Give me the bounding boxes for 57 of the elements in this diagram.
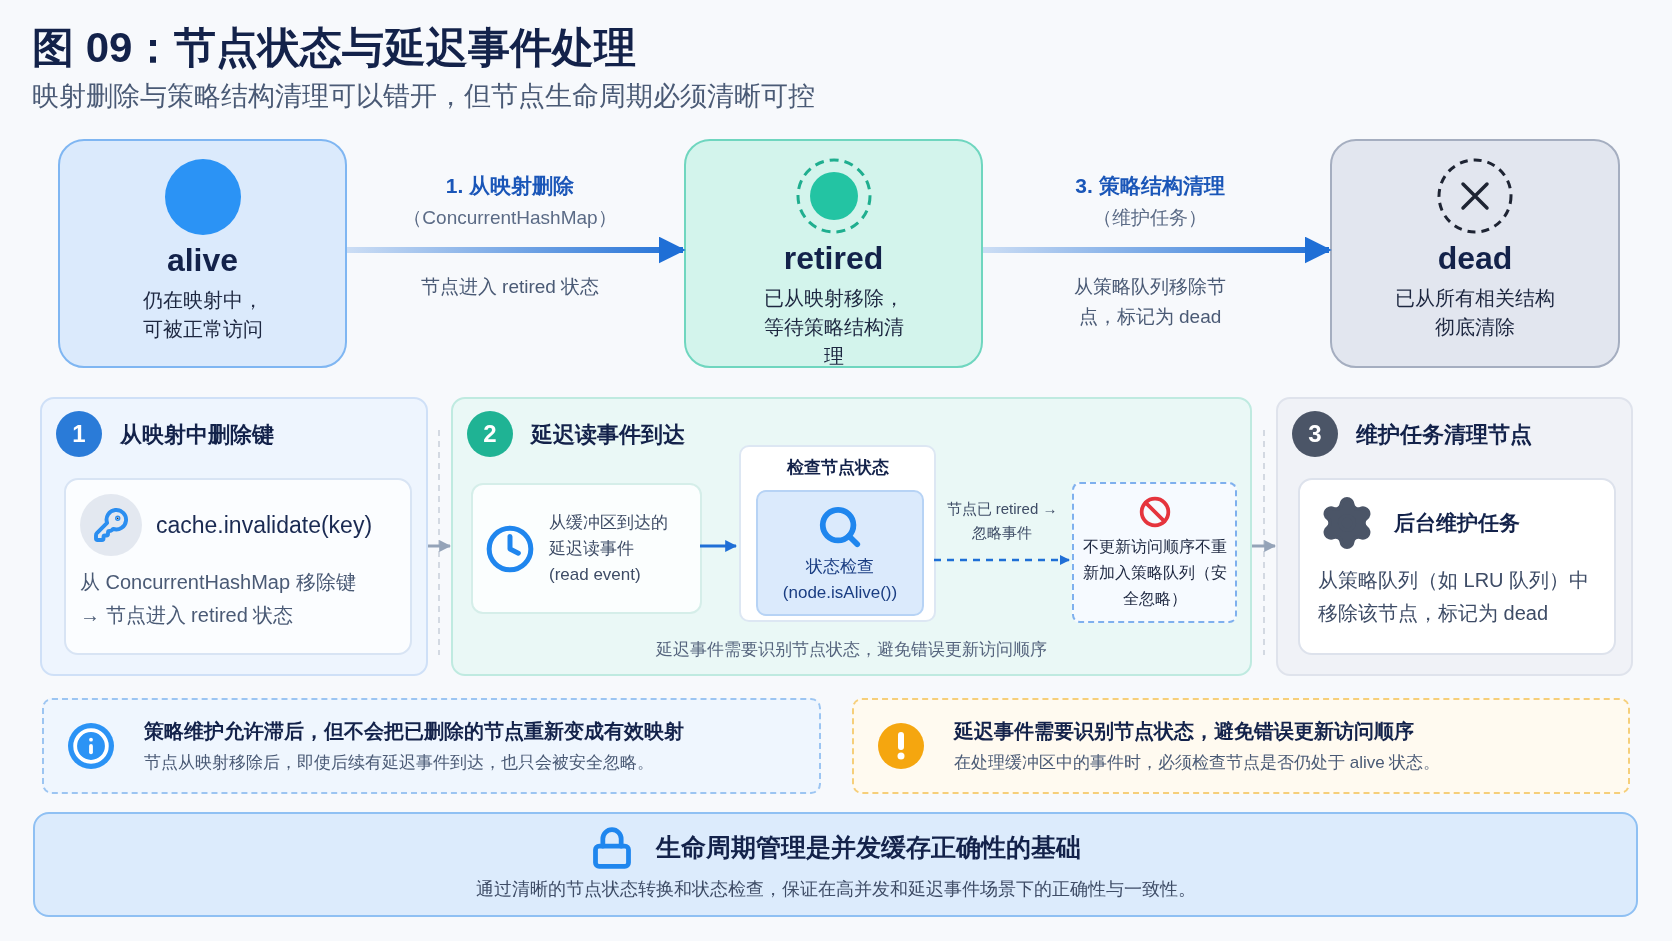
arrow-note: （维护任务） xyxy=(1092,206,1208,230)
state-description: 已从映射移除，等待策略结构清理 xyxy=(762,286,905,369)
banner-title: 生命周期管理是并发缓存正确性的基础 xyxy=(656,832,1081,864)
banner-text: 通过清晰的节点状态转换和状态检查，保证在高并发和延迟事件场景下的正确性与一致性。 xyxy=(475,878,1196,901)
state-title: dead xyxy=(1437,239,1513,278)
card-description: 从 ConcurrentHashMap 移除键 → 节点进入 retired 状态 xyxy=(80,570,357,628)
step-footnote: 延迟事件需要识别节点状态，避免错误更新访问顺序 xyxy=(655,638,1048,661)
step-panel xyxy=(1276,397,1633,676)
state-card xyxy=(58,139,347,368)
check-box xyxy=(756,490,924,616)
edge-label: 3. 策略结构清理 xyxy=(1074,173,1226,199)
state-title: retired xyxy=(783,239,884,278)
arrow xyxy=(700,540,738,552)
arrow xyxy=(428,540,452,552)
info-card xyxy=(1298,478,1616,655)
note-box xyxy=(42,698,821,794)
state-title: alive xyxy=(166,241,239,280)
step-title: 延迟读事件到达 xyxy=(531,420,685,449)
note-text: 在处理缓冲区中的事件时，必须检查节点是否仍处于 alive 状态。 xyxy=(954,752,1441,775)
summary-banner xyxy=(33,812,1638,917)
step-panel xyxy=(451,397,1252,676)
arrow-note: 从策略队列移除节点，标记为 dead xyxy=(1073,275,1227,329)
arrow-note: 节点进入 retired 状态 xyxy=(420,275,600,299)
card-title: 后台维护任务 xyxy=(1394,510,1520,537)
arrow xyxy=(1252,540,1277,552)
note-title: 策略维护允许滞后，但不会把已删除的节点重新变成有效映射 xyxy=(144,719,684,745)
subtitle: 映射删除与策略结构清理可以错开，但节点生命周期必须清晰可控 xyxy=(32,80,815,113)
step-number: 2 xyxy=(467,411,513,457)
step-number: 1 xyxy=(56,411,102,457)
check-panel xyxy=(739,445,936,622)
event-description: 从缓冲区到达的延迟读事件 (read event) xyxy=(549,511,669,586)
diagram-title: 图 09：节点状态与延迟事件处理 xyxy=(32,23,637,73)
warning-box xyxy=(852,698,1630,794)
dashed-arrow xyxy=(934,555,1070,565)
edge-label: 1. 从映射删除 xyxy=(444,173,576,199)
card-description: 从策略队列（如 LRU 队列）中移除该节点，标记为 dead xyxy=(1318,568,1590,626)
state-card xyxy=(684,139,983,368)
panel-title: 检查节点状态 xyxy=(785,457,890,479)
step-title: 从映射中删除键 xyxy=(120,420,274,449)
note-text: 节点从映射移除后，即使后续有延迟事件到达，也只会被安全忽略。 xyxy=(144,752,655,775)
state-card xyxy=(1330,139,1620,368)
edge-label: 节点已 retired → 忽略事件 xyxy=(945,499,1059,543)
arrow-note: （ConcurrentHashMap） xyxy=(402,206,618,230)
code-text: cache.invalidate(key) xyxy=(156,510,373,540)
step-title: 维护任务清理节点 xyxy=(1356,420,1532,449)
state-description: 已从所有相关结构彻底清除 xyxy=(1394,286,1556,340)
ignore-box xyxy=(1072,482,1237,623)
ignore-text: 不更新访问顺序不重新加入策略队列（安全忽略） xyxy=(1081,537,1228,609)
check-text: 状态检查 (node.isAlive()) xyxy=(781,556,899,604)
arrow xyxy=(983,236,1332,264)
event-card xyxy=(471,483,702,614)
step-panel xyxy=(40,397,428,676)
note-title: 延迟事件需要识别节点状态，避免错误更新访问顺序 xyxy=(954,719,1415,745)
info-card xyxy=(64,478,412,655)
arrow xyxy=(347,236,686,264)
step-number: 3 xyxy=(1292,411,1338,457)
state-description: 仍在映射中，可被正常访问 xyxy=(141,288,264,342)
